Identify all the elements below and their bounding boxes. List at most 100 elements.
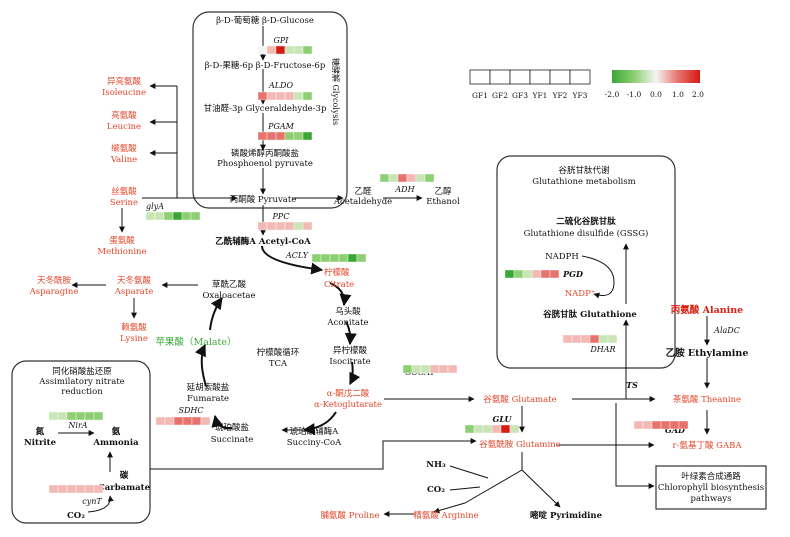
- heat-cell-cynt-4: [75, 484, 86, 494]
- heat-cell-gogat-4: [429, 364, 440, 374]
- heat-cell-gogat-2: [411, 364, 422, 374]
- metabolite-ethanol-en: Ethanol: [426, 197, 460, 207]
- heat-cell-adh-4: [406, 173, 417, 183]
- metabolite-malate: 苹果酸（Malate）: [155, 336, 236, 348]
- gene-label-ppc: PPC: [272, 212, 290, 221]
- gene-label-sdhc: SDHC: [179, 406, 204, 415]
- heat-cell-sdhc-4: [182, 416, 193, 426]
- metabolite-leucine-cn: 亮氨酸: [111, 110, 137, 121]
- metabolite-isocitrate-cn: 异柠檬酸: [333, 345, 368, 356]
- heat-cell-ppc-4: [284, 221, 295, 231]
- heat-cell-gad-1: [633, 420, 644, 430]
- legend-tick-3: 0.0: [650, 90, 662, 99]
- chlorophyll-box: [655, 465, 767, 510]
- heat-cell-pgam-6: [302, 131, 313, 141]
- heat-cell-sdhc-1: [155, 416, 166, 426]
- heat-cell-gad-4: [660, 420, 671, 430]
- nitrate-title-3: reduction: [61, 387, 103, 397]
- metabolite-succinyl-coa-en: Succiny-CoA: [287, 438, 342, 448]
- metabolite-aspartate-cn: 天冬氨酸: [117, 275, 152, 286]
- metabolite-labels: β-D-葡萄糖 β-D-Glucose β-D-果糖-6p β-D-Fructo…: [24, 15, 748, 521]
- metabolite-succinate-en: Succinate: [211, 435, 254, 445]
- heat-cell-nira-3: [66, 411, 77, 421]
- heat-cell-dhar-5: [598, 334, 609, 344]
- metabolite-asparagine-en: Asparagine: [29, 287, 79, 297]
- metabolite-fructose-6p: β-D-果糖-6p β-D-Fructose-6p: [205, 60, 326, 71]
- legend-cell-1: [469, 69, 491, 85]
- metabolite-asparagine-cn: 天冬酰胺: [37, 275, 72, 286]
- metabolite-theanine: 茶氨酸 Theanine: [673, 394, 741, 405]
- metabolite-lysine-cn: 赖氨酸: [121, 322, 147, 333]
- metabolite-co2-bottom: CO₂: [67, 511, 85, 521]
- heat-cell-cynt-6: [93, 484, 104, 494]
- gene-label-pgam: PGAM: [267, 122, 295, 131]
- nitrate-box: [11, 360, 151, 524]
- metabolite-nitrite-en: Nitrite: [24, 438, 57, 448]
- metabolite-glyceraldehyde-3p: 甘油醛-3p Glyceraldehyde-3p: [204, 103, 327, 114]
- metabolite-oxaloacetate-en: Oxaloacetae: [202, 291, 255, 301]
- heat-cell-gad-2: [642, 420, 653, 430]
- metabolite-ammonia-cn: 氨: [112, 426, 121, 437]
- heat-cell-pgd-4: [531, 269, 542, 279]
- heat-cell-ppc-6: [302, 221, 313, 231]
- heat-cell-pgam-5: [293, 131, 304, 141]
- glycolysis-label: 糖酵解 Glycolysis: [331, 58, 341, 125]
- metabolite-pep-en: Phosphoenol pyruvate: [217, 159, 313, 169]
- metabolite-nadph: NADPH: [545, 252, 579, 262]
- heat-cell-aldo-5: [293, 91, 304, 101]
- metabolite-lysine-en: Lysine: [120, 334, 148, 344]
- heat-cell-cynt-2: [57, 484, 68, 494]
- metabolite-acetaldehyde-en: Acetaldehyde: [333, 197, 392, 207]
- heat-cell-gogat-1: [402, 364, 413, 374]
- heat-cell-adh-5: [415, 173, 426, 183]
- gene-label-adh: ADH: [394, 185, 415, 194]
- metabolite-glutamine: 谷氨酰胺 Glutamine: [479, 439, 560, 450]
- heat-cell-aldo-3: [275, 91, 286, 101]
- heat-cell-glya-1: [145, 211, 156, 221]
- gene-label-glya: glyA: [146, 202, 164, 211]
- metabolite-ethylamine: 乙胺 Ethylamine: [666, 347, 749, 359]
- metabolite-ethanol-cn: 乙醇: [434, 186, 452, 197]
- heat-cell-glya-5: [181, 211, 192, 221]
- metabolite-citrate-en: Citrate: [324, 280, 354, 290]
- heat-cell-pgam-4: [284, 131, 295, 141]
- glycolysis-box: [192, 11, 348, 209]
- legend-cell-6: [569, 69, 591, 85]
- metabolite-aconitate-en: Aconitate: [326, 318, 368, 328]
- heat-cell-dhar-6: [607, 334, 618, 344]
- metabolite-isocitrate-en: Isocitrate: [329, 357, 370, 367]
- legend-col-1: GF1: [472, 91, 488, 100]
- gsh-title-cn: 谷胱甘肽代谢: [558, 165, 610, 176]
- metabolite-arginine: 精氨酸 Arginine: [413, 510, 478, 521]
- heat-cell-dhar-2: [571, 334, 582, 344]
- metabolite-nh3: NH₃: [426, 460, 446, 470]
- heat-cell-nira-4: [75, 411, 86, 421]
- metabolite-methionine-cn: 蛋氨酸: [109, 235, 135, 246]
- heat-cell-acly-4: [338, 253, 349, 263]
- tca-label-en: TCA: [269, 359, 288, 369]
- legend-tick-1: -2.0: [605, 90, 620, 99]
- heat-cell-glya-3: [163, 211, 174, 221]
- gene-label-acly: ACLY: [285, 251, 309, 260]
- metabolite-isoleucine-en: Isoleucine: [102, 88, 146, 98]
- metabolite-pep-cn: 磷酸烯醇丙酮酸盐: [231, 148, 300, 159]
- heat-cell-glya-6: [190, 211, 201, 221]
- heat-cell-cynt-5: [84, 484, 95, 494]
- reaction-arrows: [58, 26, 710, 517]
- chlorophyll-label-2: Chlorophyll biosynthesis: [658, 483, 764, 493]
- heat-cell-dhar-1: [562, 334, 573, 344]
- legend-tick-4: 1.0: [672, 90, 684, 99]
- legend-col-3: GF3: [512, 91, 528, 100]
- metabolite-alanine: 丙氨酸 Alanine: [671, 304, 743, 316]
- heat-cell-ppc-1: [257, 221, 268, 231]
- tca-label-cn: 柠檬酸循环: [257, 347, 300, 358]
- heat-cell-sdhc-2: [164, 416, 175, 426]
- metabolite-ammonia-en: Ammonia: [92, 438, 139, 448]
- heat-cell-adh-1: [379, 173, 390, 183]
- heat-cell-pgd-6: [549, 269, 560, 279]
- heat-cell-adh-6: [424, 173, 435, 183]
- heat-cell-glu-4: [491, 424, 502, 434]
- tca-cycle-arrows: [194, 245, 361, 435]
- legend-tick-5: 2.0: [692, 90, 704, 99]
